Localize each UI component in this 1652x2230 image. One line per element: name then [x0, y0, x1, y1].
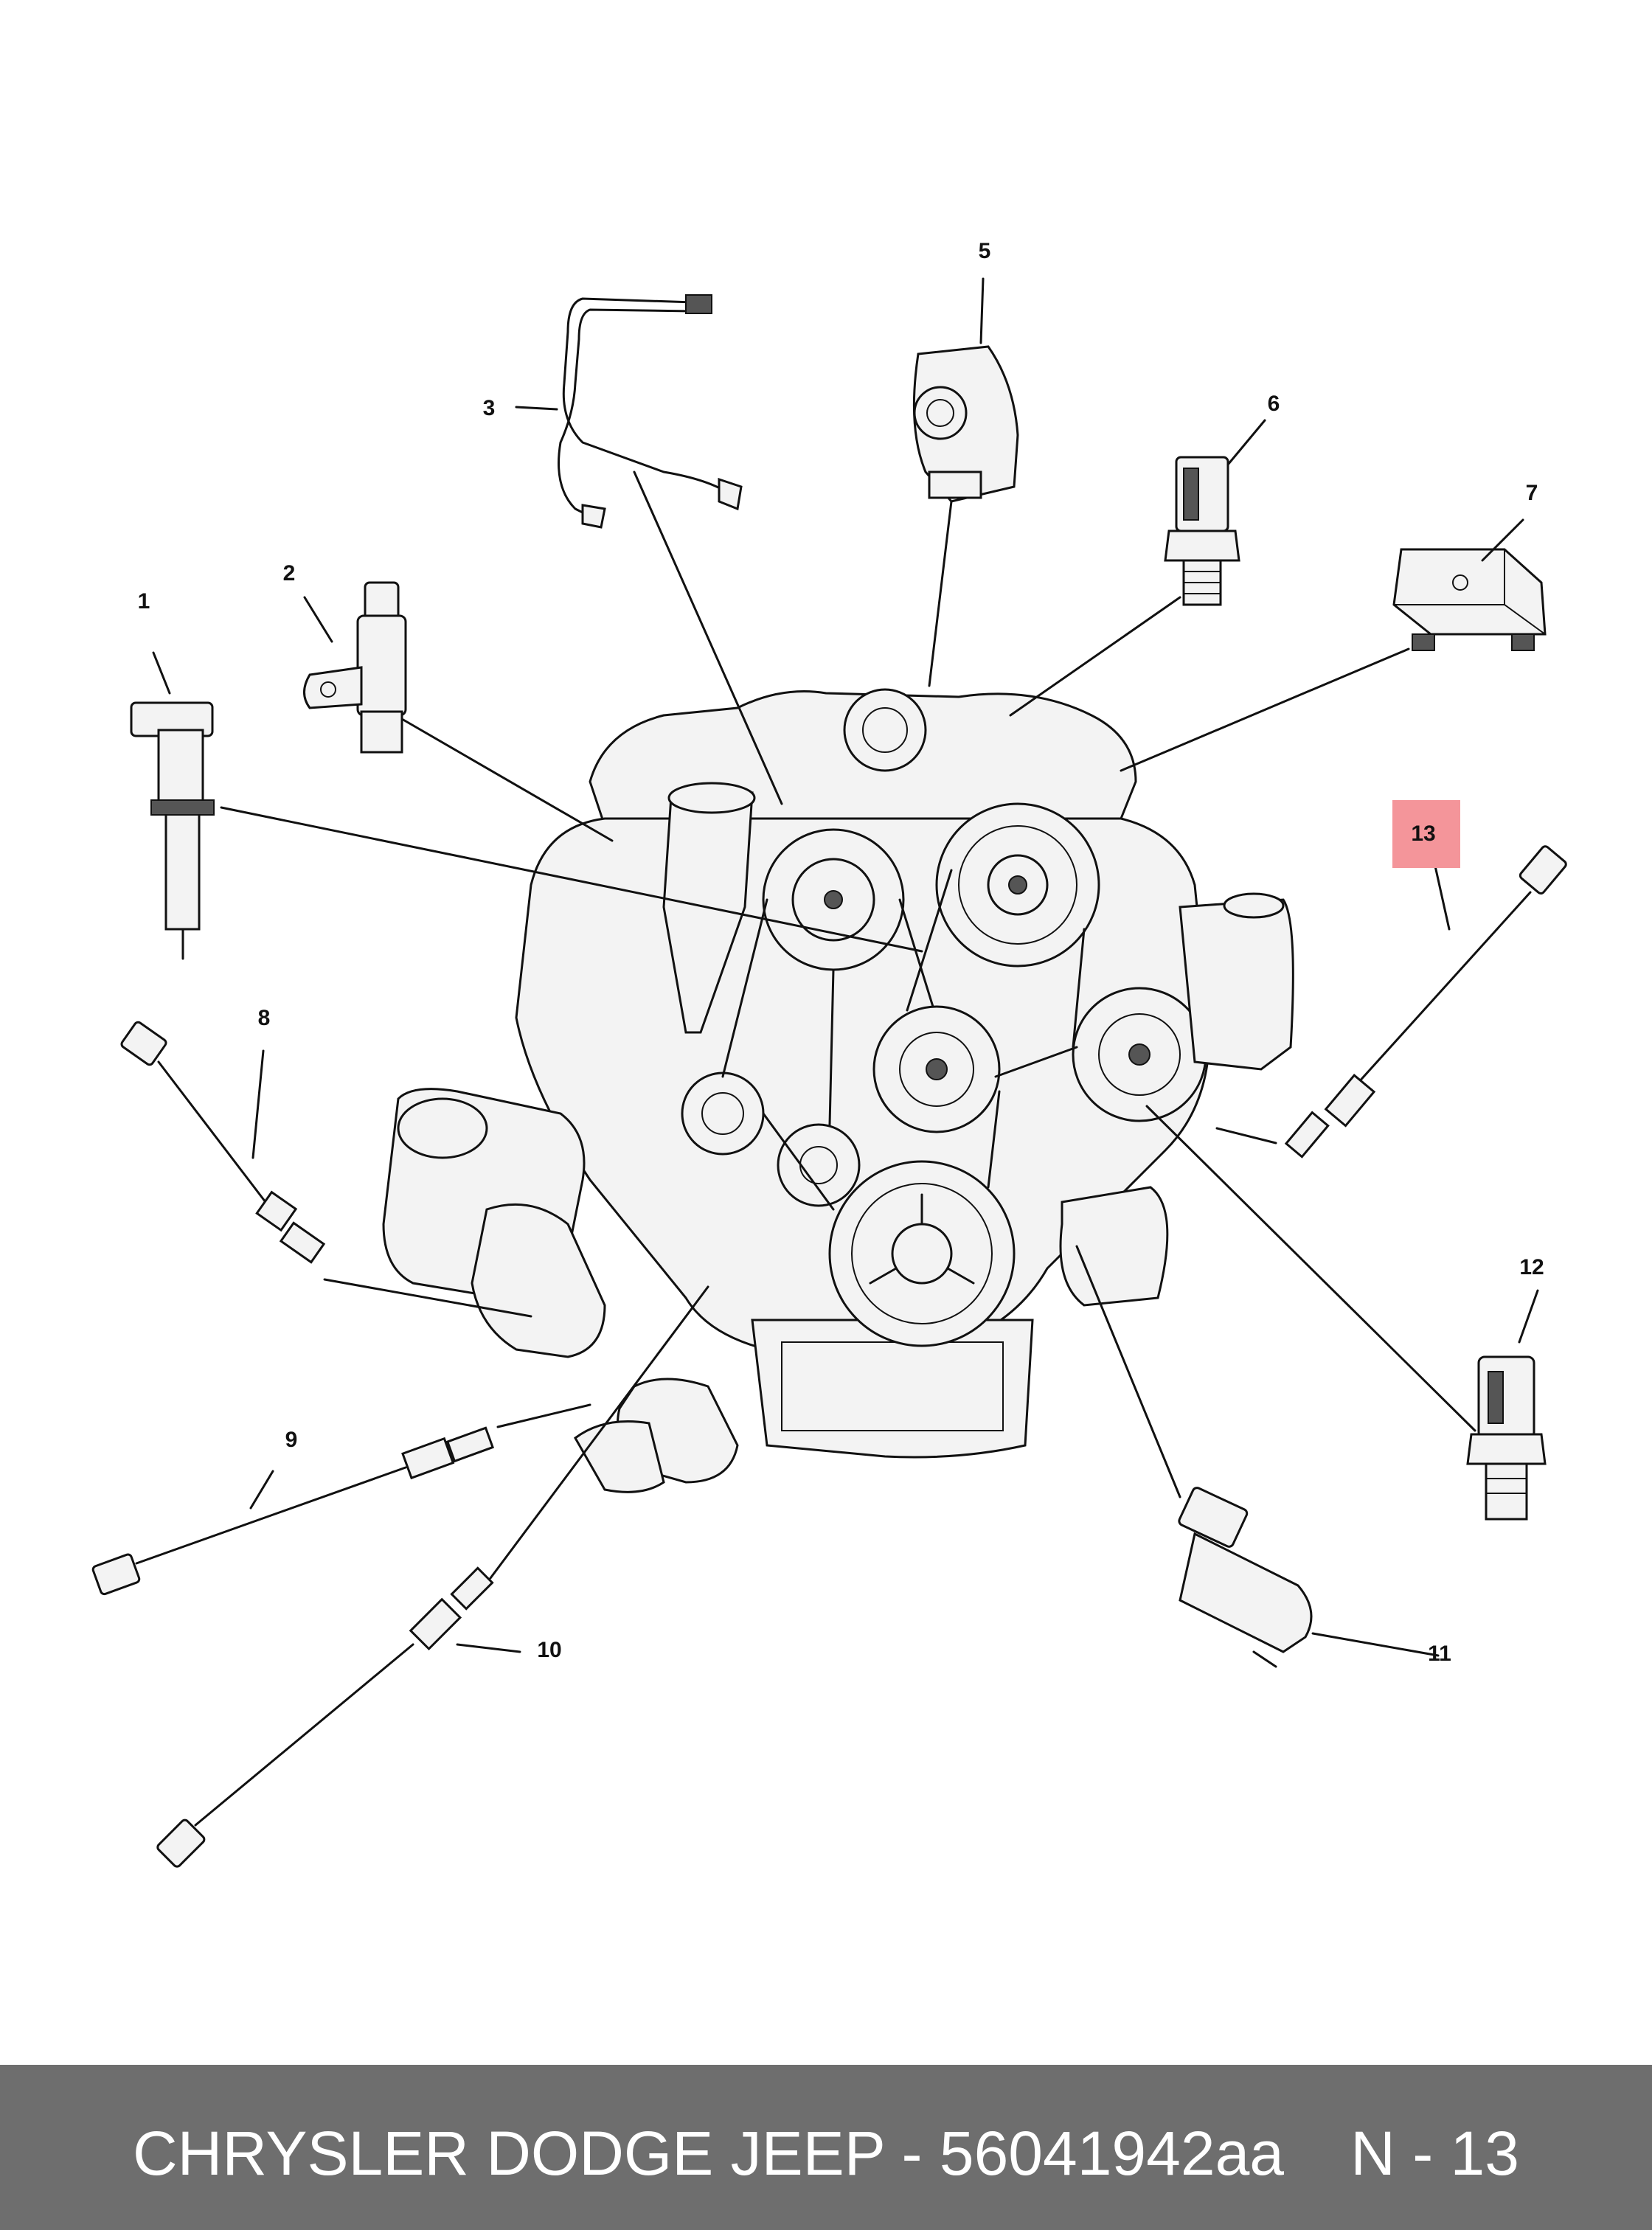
- callout-1: 1: [138, 589, 150, 614]
- callout-13-highlight: [1392, 800, 1460, 868]
- callout-3: 3: [483, 396, 496, 420]
- part-13-oxygen-sensor: [1284, 845, 1567, 1159]
- part-9-oxygen-sensor: [91, 1426, 495, 1596]
- callout-5: 5: [979, 239, 991, 263]
- part-6-pressure-sensor: [1164, 456, 1240, 606]
- part-3-wiring-harness: [558, 294, 743, 529]
- callout-12: 12: [1519, 1255, 1544, 1279]
- callout-6: 6: [1268, 392, 1280, 416]
- callout-10: 10: [537, 1638, 561, 1662]
- part-2-cam-sensor: [303, 581, 407, 754]
- part-11-crank-sensor: [1178, 1487, 1313, 1668]
- callout-13: 13: [1411, 822, 1435, 846]
- callout-2: 2: [283, 561, 296, 586]
- part-10-oxygen-sensor: [156, 1566, 494, 1868]
- reference-number: N - 13: [1350, 2119, 1519, 2188]
- leader-lines: [152, 277, 1539, 1657]
- callout-8: 8: [258, 1006, 271, 1030]
- engine-assembly: [382, 688, 1294, 1493]
- callout-9: 9: [285, 1428, 298, 1452]
- callout-7: 7: [1526, 481, 1538, 505]
- footer-bar: CHRYSLER DODGE JEEP - 56041942aa N - 13: [0, 2065, 1652, 2230]
- part-8-oxygen-sensor: [120, 1021, 326, 1264]
- callout-labels: 1 2 3 5 6 7 8 9 10 11 12 13: [138, 239, 1544, 1666]
- part-5-throttle-sensor: [912, 345, 1019, 503]
- parts-diagram: 1 2 3 5 6 7 8 9 10 11 12 13: [91, 239, 1567, 1868]
- part-1-ignition-coil: [130, 701, 215, 960]
- callout-11: 11: [1428, 1642, 1451, 1666]
- part-12-temp-sensor: [1466, 1355, 1547, 1521]
- part-caption: CHRYSLER DODGE JEEP - 56041942aa: [133, 2119, 1285, 2188]
- part-7-map-module: [1392, 548, 1547, 651]
